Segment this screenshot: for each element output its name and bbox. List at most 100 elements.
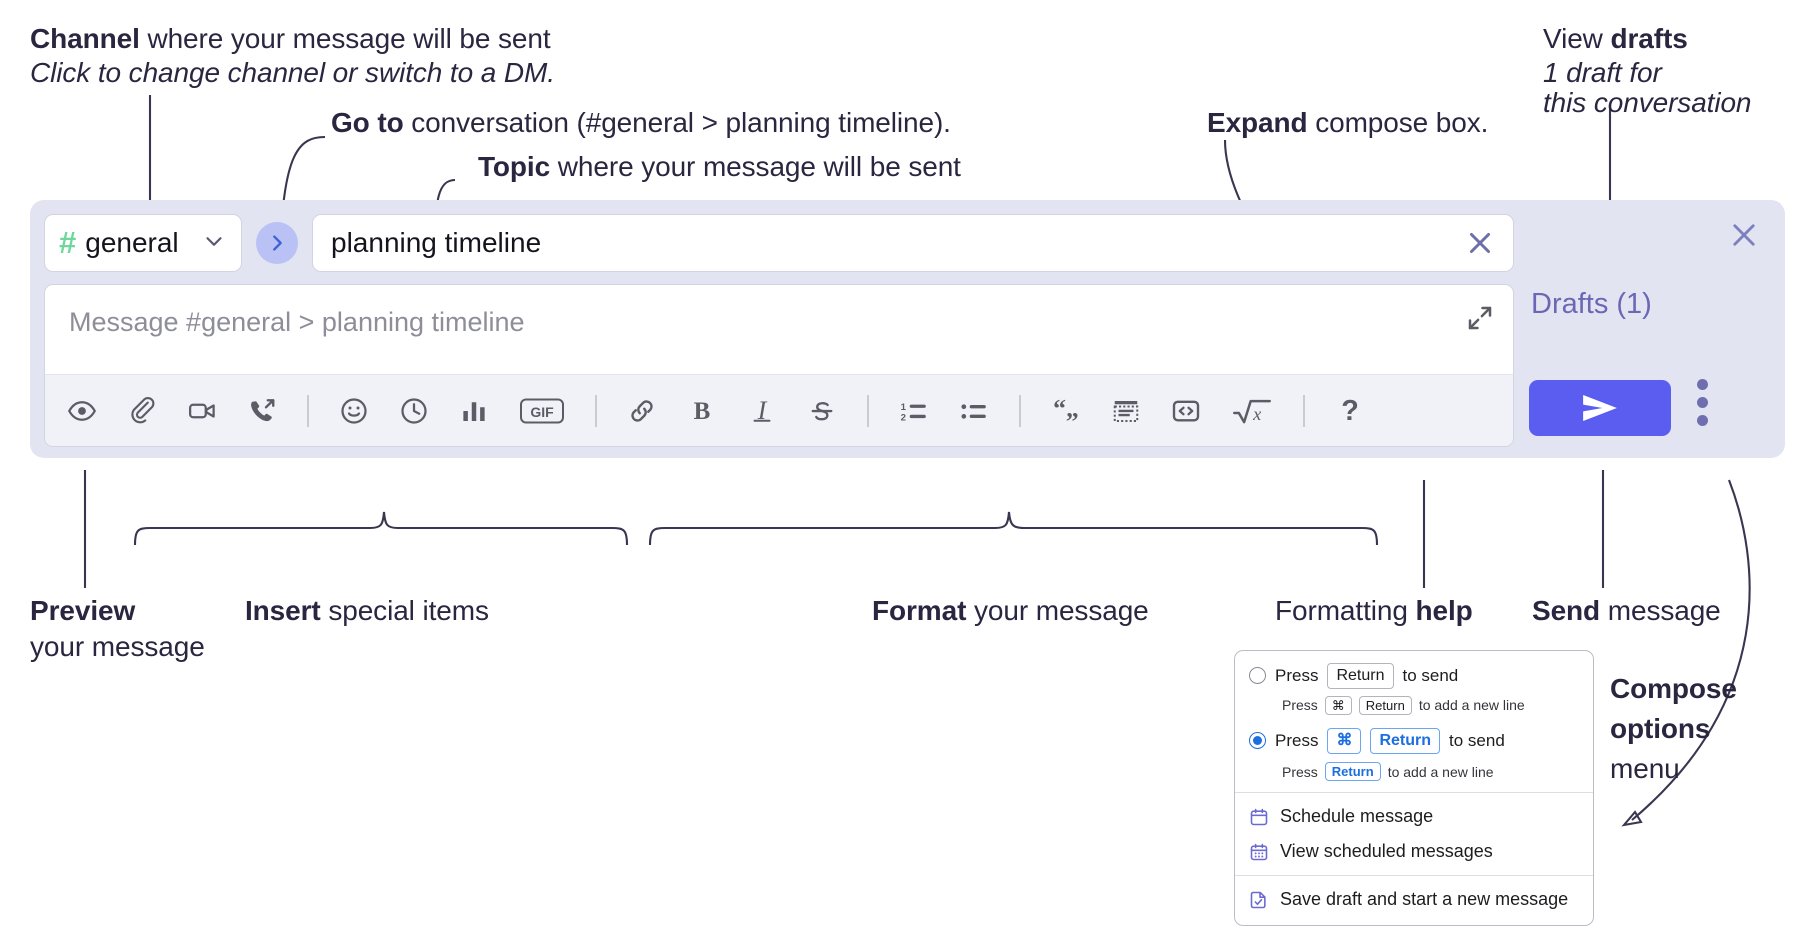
close-icon[interactable] <box>1727 218 1761 252</box>
option1-sub-press: Press <box>1282 697 1318 714</box>
svg-text:I: I <box>757 396 768 425</box>
clock-icon[interactable] <box>399 396 429 426</box>
save-draft-icon <box>1249 890 1269 910</box>
svg-text:“„: “„ <box>1053 396 1079 422</box>
compose-right-column: Drafts (1) <box>1515 200 1785 458</box>
toolbar-separator <box>307 394 309 427</box>
annotation-drafts-sub1: 1 draft for <box>1543 56 1662 90</box>
annotation-topic: Topic where your message will be sent <box>478 150 961 184</box>
svg-text:?: ? <box>1341 395 1359 427</box>
channel-selector[interactable]: # general <box>44 214 242 272</box>
annotation-drafts-bold: drafts <box>1610 23 1688 54</box>
annotation-compose-options-3: menu <box>1610 753 1680 784</box>
menu-item-label: Save draft and start a new message <box>1280 889 1569 910</box>
svg-text:2: 2 <box>901 412 906 423</box>
send-option-return-hint: Press ⌘ Return to add a new line <box>1282 695 1579 716</box>
link-icon[interactable] <box>627 396 657 426</box>
compose-options-button[interactable] <box>1697 379 1708 426</box>
gif-icon[interactable]: GIF <box>519 396 565 426</box>
preview-icon[interactable] <box>67 396 97 426</box>
hash-icon: # <box>59 224 77 260</box>
option2-press-label: Press <box>1275 730 1319 750</box>
calendar-grid-icon <box>1249 842 1269 862</box>
option2-tosend-label: to send <box>1449 730 1505 750</box>
chevron-right-icon <box>273 235 282 251</box>
attachment-icon[interactable] <box>127 396 157 426</box>
send-option-cmd-return[interactable]: Press ⌘ Return to send <box>1249 728 1579 754</box>
bulleted-list-icon[interactable] <box>959 396 989 426</box>
goto-conversation-button[interactable] <box>256 222 298 264</box>
send-icon <box>1583 394 1617 422</box>
expand-icon[interactable] <box>1465 303 1495 333</box>
option1-sub-tail: to add a new line <box>1418 697 1525 714</box>
menu-item-label: View scheduled messages <box>1280 841 1493 862</box>
option1-press-label: Press <box>1275 665 1319 685</box>
annotation-send: Send message <box>1532 594 1721 628</box>
calendar-schedule-icon <box>1249 807 1269 827</box>
topic-input[interactable]: planning timeline <box>312 214 1514 272</box>
annotation-insert-rest: special items <box>320 595 489 626</box>
annotation-expand-bold: Expand <box>1207 107 1308 138</box>
drafts-link[interactable]: Drafts (1) <box>1531 288 1652 320</box>
svg-text:B: B <box>694 398 711 425</box>
compose-panel: # general planning timeline <box>30 200 1785 458</box>
bold-icon[interactable]: B <box>687 396 717 426</box>
menu-item-schedule-message[interactable]: Schedule message <box>1235 799 1593 834</box>
emoji-icon[interactable] <box>339 396 369 426</box>
kebab-dot <box>1697 415 1708 426</box>
code-icon[interactable] <box>1171 396 1201 426</box>
annotation-send-bold: Send <box>1532 595 1601 626</box>
send-button[interactable] <box>1529 380 1671 436</box>
send-option-return[interactable]: Press Return to send <box>1249 663 1579 689</box>
annotation-channel-bold: Channel <box>30 23 140 54</box>
message-input-box[interactable]: Message #general > planning timeline <box>44 284 1514 447</box>
annotation-goto: Go to conversation (#general > planning … <box>331 106 951 140</box>
svg-text:GIF: GIF <box>530 404 554 420</box>
close-icon[interactable] <box>1463 226 1497 260</box>
annotation-preview: Preview <box>30 594 135 628</box>
code-block-icon[interactable] <box>1111 396 1141 426</box>
blockquote-icon[interactable]: “„ <box>1051 396 1081 426</box>
topic-value: planning timeline <box>331 227 542 258</box>
annotation-compose-options-bold2: options <box>1610 713 1711 744</box>
annotation-compose-options-1: Compose <box>1610 672 1737 706</box>
draft-group: Save draft and start a new message <box>1235 876 1593 925</box>
annotation-expand: Expand compose box. <box>1207 106 1488 140</box>
toolbar-separator <box>1303 394 1305 427</box>
video-icon[interactable] <box>187 396 217 426</box>
annotation-drafts-italic2: this conversation <box>1543 87 1752 118</box>
menu-divider <box>1235 792 1593 794</box>
annotation-insert: Insert special items <box>245 594 489 628</box>
annotation-preview-line2: your message <box>30 631 205 662</box>
poll-icon[interactable] <box>459 396 489 426</box>
annotation-topic-bold: Topic <box>478 151 551 182</box>
compose-main-column: # general planning timeline <box>44 214 1514 447</box>
annotation-help: Formatting help <box>1275 594 1473 628</box>
annotation-help-prefix: Formatting <box>1275 595 1416 626</box>
radio-return[interactable] <box>1249 667 1266 685</box>
audio-call-icon[interactable] <box>247 396 277 426</box>
annotation-goto-rest: conversation (#general > planning timeli… <box>403 107 951 138</box>
option2-sub-tail: to add a new line <box>1387 763 1494 780</box>
send-shortcut-options: Press Return to send Press ⌘ Return to a… <box>1235 651 1593 792</box>
annotation-drafts-sub2: this conversation <box>1543 86 1752 120</box>
svg-text:x: x <box>1252 404 1262 424</box>
help-icon[interactable]: ? <box>1335 395 1365 427</box>
annotation-preview-bold: Preview <box>30 595 136 626</box>
annotation-compose-options-bold1: Compose <box>1610 673 1737 704</box>
key-return: Return <box>1370 728 1441 754</box>
kebab-dot <box>1697 397 1708 408</box>
toolbar-separator <box>1019 394 1021 427</box>
italic-icon[interactable]: I <box>747 396 777 426</box>
strikethrough-icon[interactable] <box>807 396 837 426</box>
menu-item-label: Schedule message <box>1280 806 1434 827</box>
channel-name: general <box>85 227 179 258</box>
menu-item-save-draft[interactable]: Save draft and start a new message <box>1235 882 1593 917</box>
annotation-drafts-italic1: 1 draft for <box>1543 57 1662 88</box>
math-icon[interactable]: x <box>1231 396 1273 426</box>
menu-item-view-scheduled[interactable]: View scheduled messages <box>1235 834 1593 869</box>
option2-sub-press: Press <box>1282 763 1318 780</box>
radio-cmd-return[interactable] <box>1249 732 1266 750</box>
